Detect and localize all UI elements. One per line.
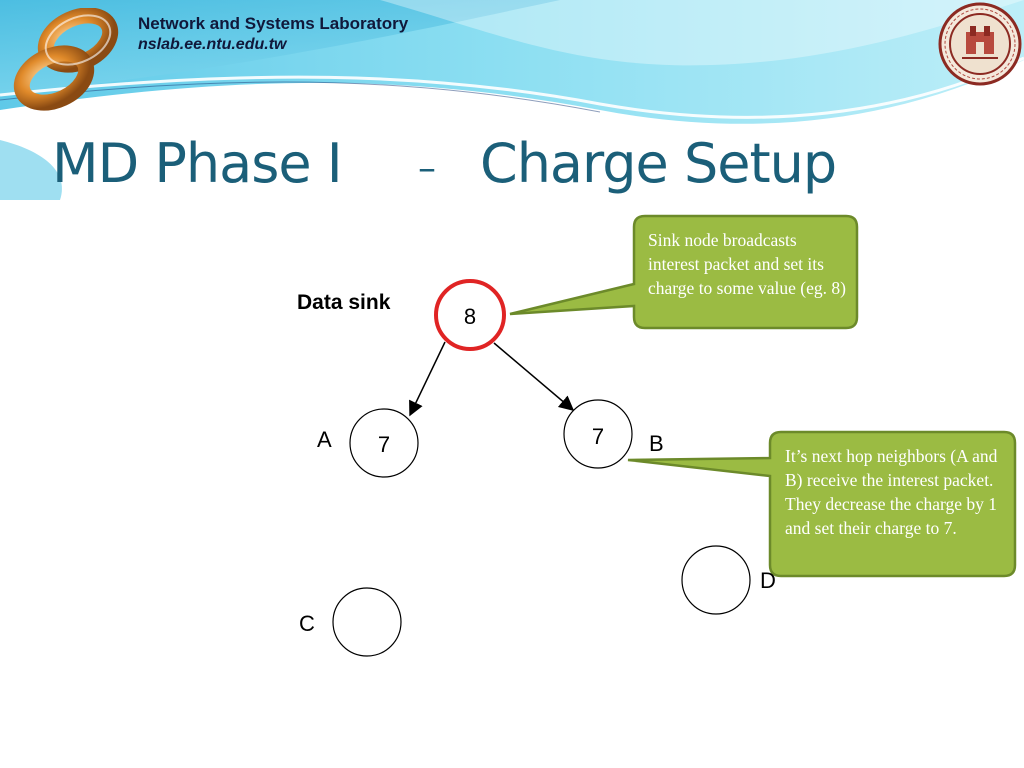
infinity-logo-icon bbox=[13, 8, 119, 111]
neighbors-callout-text: It’s next hop neighbors (A and B) receiv… bbox=[785, 446, 998, 538]
node-a-value: 7 bbox=[377, 432, 391, 457]
sink-callout-shape bbox=[509, 214, 859, 330]
sink-callout-text: Sink node broadcasts interest packet and… bbox=[648, 230, 846, 298]
lab-name: Network and Systems Laboratory bbox=[138, 14, 409, 33]
node-b bbox=[563, 399, 633, 469]
node-b-label: B bbox=[649, 431, 664, 456]
edge-sink-b bbox=[493, 342, 575, 411]
header-wave-background bbox=[0, 0, 1024, 200]
node-a-label: A bbox=[317, 427, 332, 452]
data-sink-label: Data sink bbox=[297, 291, 391, 314]
title-right: Charge Setup bbox=[480, 132, 837, 195]
node-sink-value: 8 bbox=[463, 304, 477, 329]
title-left: MD Phase I bbox=[52, 132, 343, 195]
node-d bbox=[681, 545, 751, 615]
edge-sink-a bbox=[409, 341, 446, 417]
node-b-value: 7 bbox=[591, 424, 605, 449]
lab-url: nslab.ee.ntu.edu.tw bbox=[138, 36, 287, 53]
node-c bbox=[332, 587, 402, 657]
node-sink bbox=[434, 279, 506, 351]
node-a bbox=[349, 408, 419, 478]
node-d-label: D bbox=[760, 568, 776, 593]
university-seal-icon bbox=[938, 2, 1022, 86]
title-dash: – bbox=[418, 148, 436, 189]
neighbors-callout-shape bbox=[627, 430, 1017, 578]
node-c-label: C bbox=[299, 611, 315, 636]
